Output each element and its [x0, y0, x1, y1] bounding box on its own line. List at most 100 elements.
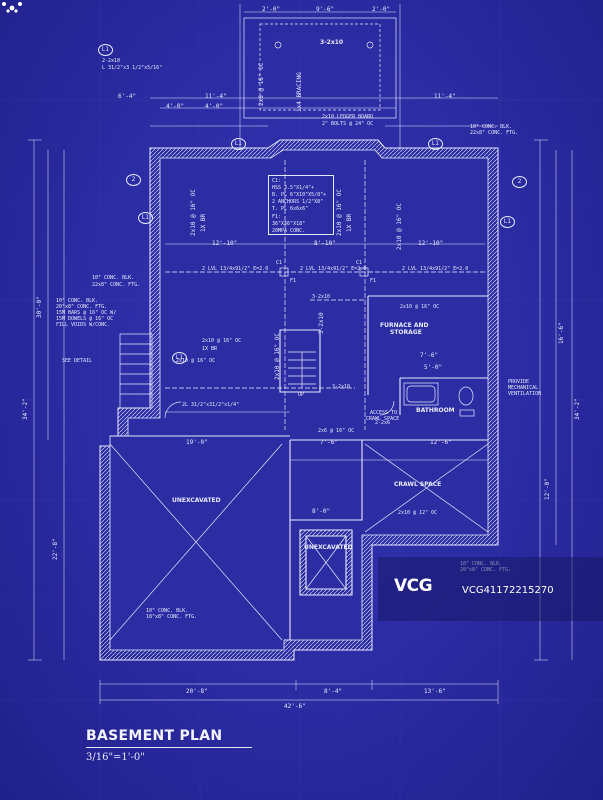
ledger-note: 2x10 LEDGER BOARD — [322, 114, 374, 120]
provide-note: PROVIDE — [508, 379, 530, 385]
foundation-walls — [99, 139, 499, 661]
dim-left-b: 22'-8" — [52, 538, 59, 560]
dim-left-a: 30'-0" — [36, 296, 43, 318]
stairs-center — [288, 351, 316, 388]
tag-c1-a: C1 — [276, 260, 283, 266]
dim-top-2: 9'-6" — [316, 6, 335, 13]
tag-l1-top-right: L1 — [428, 138, 443, 150]
dim-top-7: 11'-4" — [434, 93, 456, 100]
dim-top-4: 4'-0" — [166, 103, 185, 110]
bracing-note: 1x4 BRACING — [296, 72, 303, 112]
c1-line-1: C1: — [272, 178, 282, 184]
bathroom-fixtures — [403, 382, 475, 417]
legend-tag: L1 — [98, 44, 113, 56]
dim-in-8: 7'-6" — [420, 352, 439, 359]
watermark-logo-mark — [2, 2, 22, 13]
conc-note-top-2: 22x8" CONC. FTG. — [470, 130, 519, 136]
conc-left-b-3: 15M BARS @ 16" OC W/ — [56, 310, 117, 316]
f1-line-1: F1: — [272, 214, 282, 220]
br-1: 1X BR — [200, 213, 207, 232]
dim-in-4: 19'-0" — [186, 439, 208, 446]
conc-left-b-2: 20"x8" CONC. FTG. — [56, 304, 108, 310]
ledger-note-2: 2" BOLTS @ 24" OC — [322, 121, 374, 127]
stair-up: UP — [298, 392, 305, 398]
dim-right-b: 12'-0" — [544, 478, 551, 500]
sheet-scale: 3/16"=1'-0" — [86, 752, 145, 763]
provide-note-2: MECHANICAL — [508, 385, 539, 391]
dim-top-5: 4'-0" — [205, 103, 224, 110]
conc-left-b-4: 15M DOWELS @ 16" OC — [56, 316, 114, 322]
title-underline — [86, 747, 252, 748]
joist-e: 2x6 @ 16" OC — [318, 428, 355, 434]
joist-b: 2x10 @ 16" OC — [400, 304, 440, 310]
tag-l1-right: L1 — [500, 216, 515, 228]
label-3-2x10-c: 3-2x10 — [332, 384, 351, 390]
conc-left-b: 10" CONC. BLK. — [56, 298, 99, 304]
access-note: ACCESS TO — [370, 410, 398, 416]
room-crawl-space: CRAWL SPACE — [394, 481, 442, 488]
provide-note-3: VENTILATION — [508, 391, 542, 397]
tag-l1-mid: L1 — [172, 352, 187, 364]
dim-in-2: 8'-10" — [314, 240, 336, 247]
stairs-left — [119, 333, 153, 409]
label-3-2x10-top: 3-2x10 — [320, 39, 344, 46]
beam-lines — [165, 160, 485, 430]
dim-top-6: 6'-4" — [118, 93, 137, 100]
dim-right-total: 34'-2" — [574, 398, 581, 420]
dim-in-9: 5'-0" — [424, 364, 443, 371]
watermark-id: VCG41172215270 — [462, 585, 554, 596]
tag-l1-top: L1 — [231, 138, 246, 150]
conc-bottom-right: 10" CONC. BLK. — [460, 561, 503, 567]
dim-bot-1: 20'-8" — [186, 688, 208, 695]
dim-top-8: 11'-4" — [205, 93, 227, 100]
br-3: 1X BR — [202, 346, 218, 352]
dim-in-6: 12'-6" — [430, 439, 452, 446]
unexcavated-cross — [109, 443, 489, 641]
dim-right-a: 16'-6" — [558, 322, 565, 344]
access-note-2: CRAWL SPACE — [366, 416, 400, 422]
dim-bot-3: 13'-6" — [424, 688, 446, 695]
f1-line-3: 20MPA CONC. — [272, 228, 306, 234]
label-2-2x6: 2-2x6 — [375, 420, 391, 426]
conc-left-a: 10" CONC. BLK. — [92, 275, 135, 281]
conc-note-top: 10" CONC. BLK. — [470, 124, 513, 130]
watermark-logo: VCG — [394, 576, 433, 596]
room-unexcavated-2: UNEXCAVATED — [304, 544, 353, 551]
top-bay — [243, 17, 397, 119]
sheet-title: BASEMENT PLAN — [86, 728, 223, 744]
br-2: 1X BR — [346, 213, 353, 232]
schedule-box — [268, 175, 334, 235]
legend-line-1: 2-2x10 — [102, 58, 121, 64]
joist-a: 2x10 @ 16" OC — [202, 338, 242, 344]
beam-label-1: 2 LVL 13/4x91/2" E=2.0 — [202, 266, 269, 272]
c1-line-3: B. PL 6"X10"X5/8"+ — [272, 192, 327, 198]
dim-bot-total: 42'-6" — [284, 703, 306, 710]
dim-in-5: 7'-6" — [320, 439, 339, 446]
conc-bottom: 10" CONC. BLK. — [146, 608, 189, 614]
f1-line-2: 36"X36"X18" — [272, 221, 306, 227]
conc-left-b-5: FILL VOIDS W/CONC. — [56, 322, 111, 328]
conc-bottom-2: 18"x8" CONC. FTG. — [146, 614, 198, 620]
beam-label-2: 2 LVL 13/4x91/2" E=2.0 — [300, 266, 367, 272]
legend-line-2: L 31/2"x3 1/2"x5/16" — [102, 65, 163, 71]
tag-l1-left: L1 — [138, 212, 153, 224]
dim-top-3: 2'-0" — [372, 6, 391, 13]
joist-c: 2x10 @ 16" OC — [176, 358, 216, 364]
room-furnace: FURNACE AND — [380, 322, 429, 329]
dim-in-3: 12'-10" — [418, 240, 444, 247]
tag-c1-b: C1 — [356, 260, 363, 266]
dim-bot-2: 8'-4" — [324, 688, 343, 695]
c1-line-4: 2 ANCHORS 1/2"X8" — [272, 199, 324, 205]
c1-line-2: HSS 3.5"X1/4"+ — [272, 185, 315, 191]
label-3-2x10-d: 3-2x10 — [318, 312, 325, 334]
label-3-2x10-b: 3-2x10 — [312, 294, 331, 300]
joist-v-1: 2x10 @ 16" OC — [190, 189, 197, 236]
dim-in-10: 8'-0" — [312, 508, 331, 515]
joist-top-bay: 2x8 @ 16" OC — [258, 62, 265, 106]
beam-label-3: 2 LVL 13/4x91/2" E=2.0 — [402, 266, 469, 272]
column-posts — [279, 267, 369, 277]
watermark-band — [378, 557, 603, 621]
c1-line-5: T. PL 6x6x6" — [272, 206, 309, 212]
dim-top-1: 2'-0" — [262, 6, 281, 13]
